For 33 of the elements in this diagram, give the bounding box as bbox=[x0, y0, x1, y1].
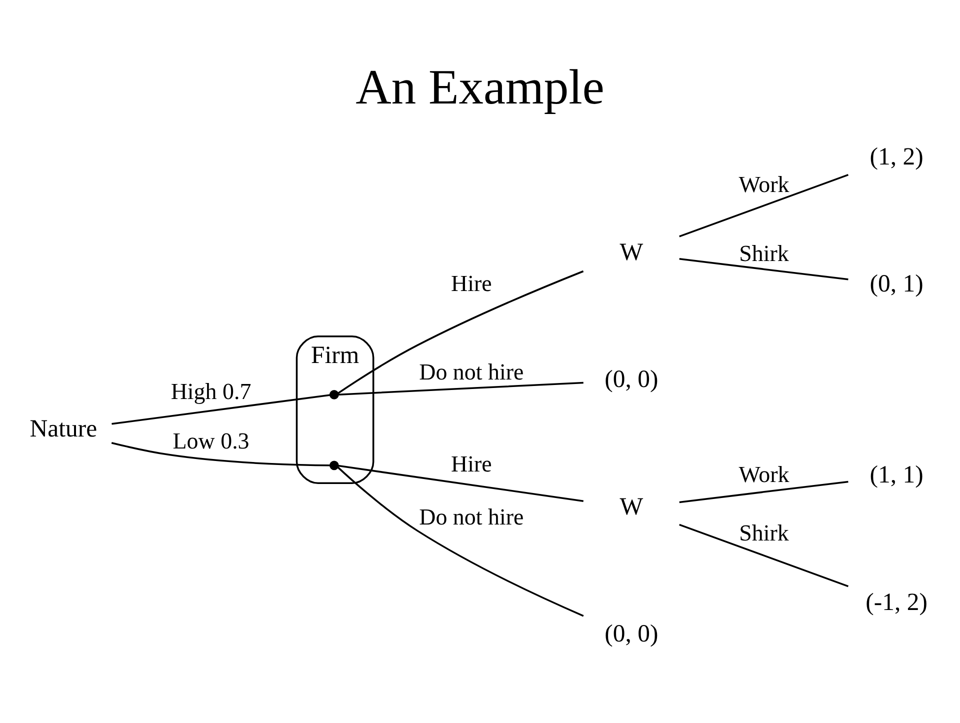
edge-label: Do not hire bbox=[419, 359, 524, 384]
node-text: (0, 1) bbox=[870, 270, 924, 298]
node-point bbox=[329, 460, 339, 470]
edge-label: Do not hire bbox=[419, 504, 524, 529]
connector bbox=[679, 258, 848, 280]
diagram-title: An Example bbox=[356, 59, 604, 114]
connector bbox=[338, 381, 584, 395]
connector bbox=[679, 523, 849, 587]
node-text: (1, 1) bbox=[870, 461, 924, 488]
connector bbox=[679, 480, 848, 503]
connector bbox=[337, 466, 584, 616]
edge-label: Work bbox=[738, 462, 790, 487]
connector bbox=[679, 174, 849, 237]
node-point bbox=[329, 390, 339, 399]
node-text: W bbox=[620, 238, 644, 266]
edge-label: Shirk bbox=[739, 520, 789, 545]
cluster: Firm bbox=[296, 334, 374, 484]
node-text: Nature bbox=[30, 415, 98, 442]
connector bbox=[112, 394, 330, 424]
edge-label: Low 0.3 bbox=[172, 428, 250, 453]
connector bbox=[111, 441, 330, 466]
node-text: (0, 0) bbox=[604, 366, 658, 393]
edge-label: Shirk bbox=[739, 240, 789, 266]
edge-label: Hire bbox=[451, 450, 492, 476]
edge-label: Work bbox=[738, 172, 790, 197]
connector bbox=[337, 270, 584, 394]
edge-label: Hire bbox=[451, 270, 492, 296]
edge-label: High 0.7 bbox=[170, 378, 252, 404]
node-text: (0, 0) bbox=[604, 620, 658, 648]
node-text: (1, 2) bbox=[870, 142, 924, 170]
node-text: W bbox=[620, 492, 644, 520]
node-text: (-1, 2) bbox=[866, 588, 928, 616]
connector bbox=[338, 464, 584, 502]
